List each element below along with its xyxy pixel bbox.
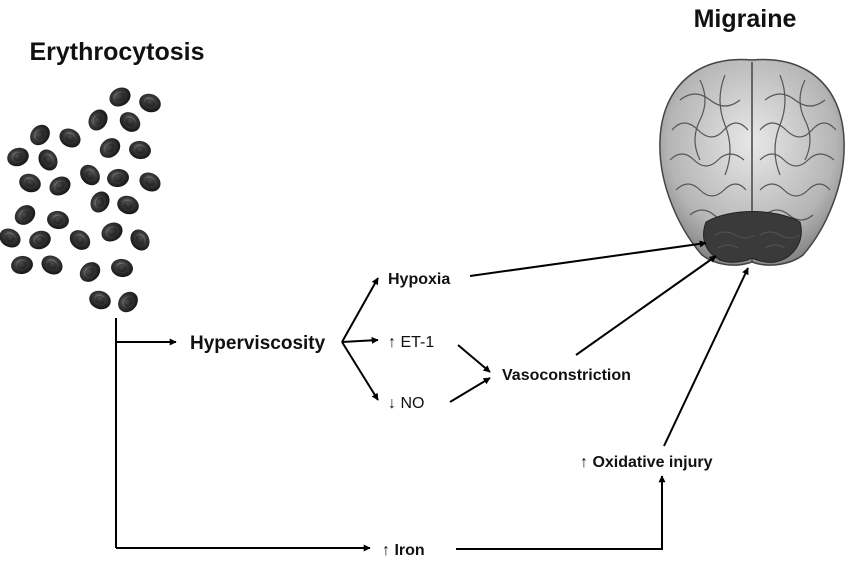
node-hyperviscosity: Hyperviscosity <box>190 333 326 354</box>
node-oxidative-injury: ↑ Oxidative injury <box>580 454 713 471</box>
red-blood-cell <box>47 210 69 230</box>
red-blood-cell <box>59 128 81 148</box>
edges <box>115 240 749 552</box>
red-blood-cell <box>111 258 133 278</box>
edge-hypoxia-migraine <box>469 240 707 277</box>
red-blood-cell <box>109 87 131 107</box>
edge-hyperviscosity-no <box>341 341 379 401</box>
red-blood-cell <box>101 222 123 242</box>
red-blood-cells-image <box>0 87 161 313</box>
brain-image <box>659 58 845 266</box>
red-blood-cell <box>30 124 50 146</box>
red-blood-cell <box>139 172 161 192</box>
edge-et1-vasoconstriction <box>457 344 491 373</box>
edge-hyperviscosity-et1 <box>341 336 379 344</box>
red-blood-cell <box>79 262 101 282</box>
node-hypoxia: Hypoxia <box>388 271 450 288</box>
red-blood-cell <box>139 93 161 113</box>
erythrocytosis-title: Erythrocytosis <box>29 38 204 66</box>
edge-no-vasoconstriction <box>449 377 491 403</box>
red-blood-cell <box>88 109 108 131</box>
migraine-title: Migraine <box>694 5 797 33</box>
red-blood-cell <box>49 176 71 196</box>
edge-oxidative-migraine <box>663 267 749 447</box>
node-et1: ↑ ET-1 <box>388 334 434 351</box>
red-blood-cell <box>19 173 41 193</box>
red-blood-cell <box>130 229 150 251</box>
edge-iron-oxidative <box>456 475 666 550</box>
red-blood-cell <box>89 290 111 310</box>
red-blood-cell <box>11 255 33 275</box>
node-vasoconstriction: Vasoconstriction <box>502 367 631 384</box>
edge-hyperviscosity-hypoxia <box>341 277 379 343</box>
edge-vasoconstriction-migraine <box>575 255 717 356</box>
red-blood-cell <box>117 195 139 215</box>
red-blood-cell <box>99 138 121 158</box>
node-iron: ↑ Iron <box>382 542 425 559</box>
red-blood-cell <box>119 112 141 132</box>
red-blood-cell <box>90 191 110 213</box>
red-blood-cell <box>7 147 29 167</box>
red-blood-cell <box>38 149 58 171</box>
red-blood-cell <box>14 205 36 225</box>
red-blood-cell <box>80 164 100 186</box>
red-blood-cell <box>0 228 21 248</box>
red-blood-cell <box>129 140 151 160</box>
red-blood-cell <box>118 291 138 313</box>
node-no: ↓ NO <box>388 395 424 412</box>
red-blood-cell <box>29 230 51 250</box>
red-blood-cell <box>69 230 91 250</box>
red-blood-cell <box>107 168 129 188</box>
red-blood-cell <box>41 255 63 275</box>
